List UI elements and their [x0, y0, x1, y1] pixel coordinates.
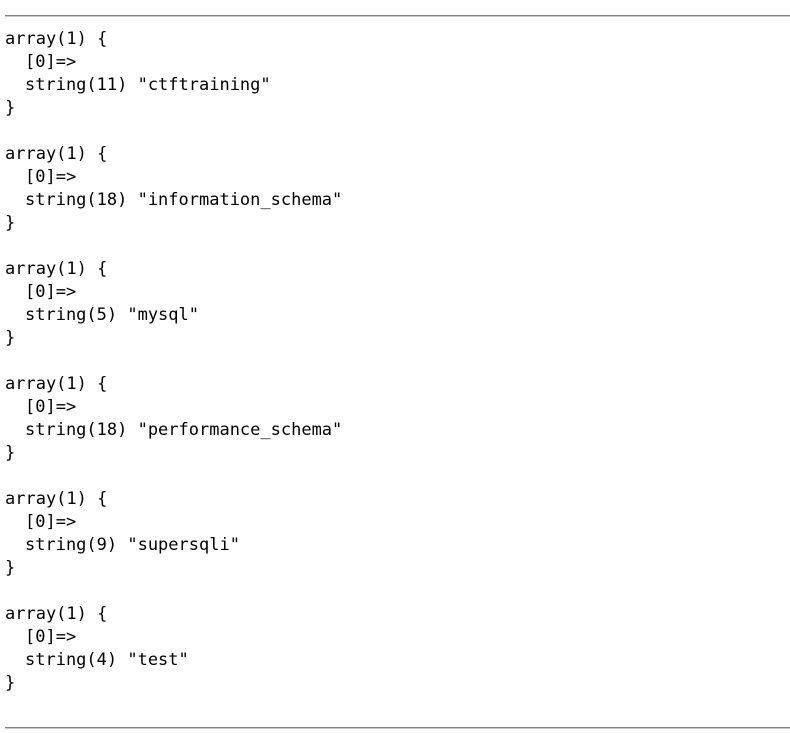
top-horizontal-rule [5, 15, 790, 17]
array-close: } [5, 673, 16, 693]
array-open: array(1) { [5, 29, 108, 49]
array-open: array(1) { [5, 144, 108, 164]
array-value: string(4) "test" [25, 650, 189, 670]
array-close: } [5, 98, 16, 118]
array-value: string(5) "mysql" [25, 305, 199, 325]
array-key: [0]=> [25, 397, 77, 417]
dump-entry: array(1) { [0]=> string(4) "test" } [5, 603, 342, 695]
bottom-horizontal-rule [5, 727, 790, 729]
array-key: [0]=> [25, 282, 77, 302]
dump-entry: array(1) { [0]=> string(18) "information… [5, 143, 342, 235]
array-close: } [5, 558, 16, 578]
array-open: array(1) { [5, 374, 108, 394]
dump-entry: array(1) { [0]=> string(11) "ctftraining… [5, 28, 342, 120]
array-close: } [5, 213, 16, 233]
dump-entry: array(1) { [0]=> string(18) "performance… [5, 373, 342, 465]
array-value: string(11) "ctftraining" [25, 75, 271, 95]
var-dump-output: array(1) { [0]=> string(11) "ctftraining… [5, 28, 342, 695]
array-open: array(1) { [5, 259, 108, 279]
array-key: [0]=> [25, 167, 77, 187]
array-value: string(18) "information_schema" [25, 190, 343, 210]
array-close: } [5, 443, 16, 463]
dump-entry: array(1) { [0]=> string(5) "mysql" } [5, 258, 342, 350]
array-key: [0]=> [25, 52, 77, 72]
array-value: string(9) "supersqli" [25, 535, 240, 555]
array-value: string(18) "performance_schema" [25, 420, 343, 440]
array-open: array(1) { [5, 489, 108, 509]
array-close: } [5, 328, 16, 348]
array-key: [0]=> [25, 627, 77, 647]
dump-entry: array(1) { [0]=> string(9) "supersqli" } [5, 488, 342, 580]
array-open: array(1) { [5, 604, 108, 624]
array-key: [0]=> [25, 512, 77, 532]
